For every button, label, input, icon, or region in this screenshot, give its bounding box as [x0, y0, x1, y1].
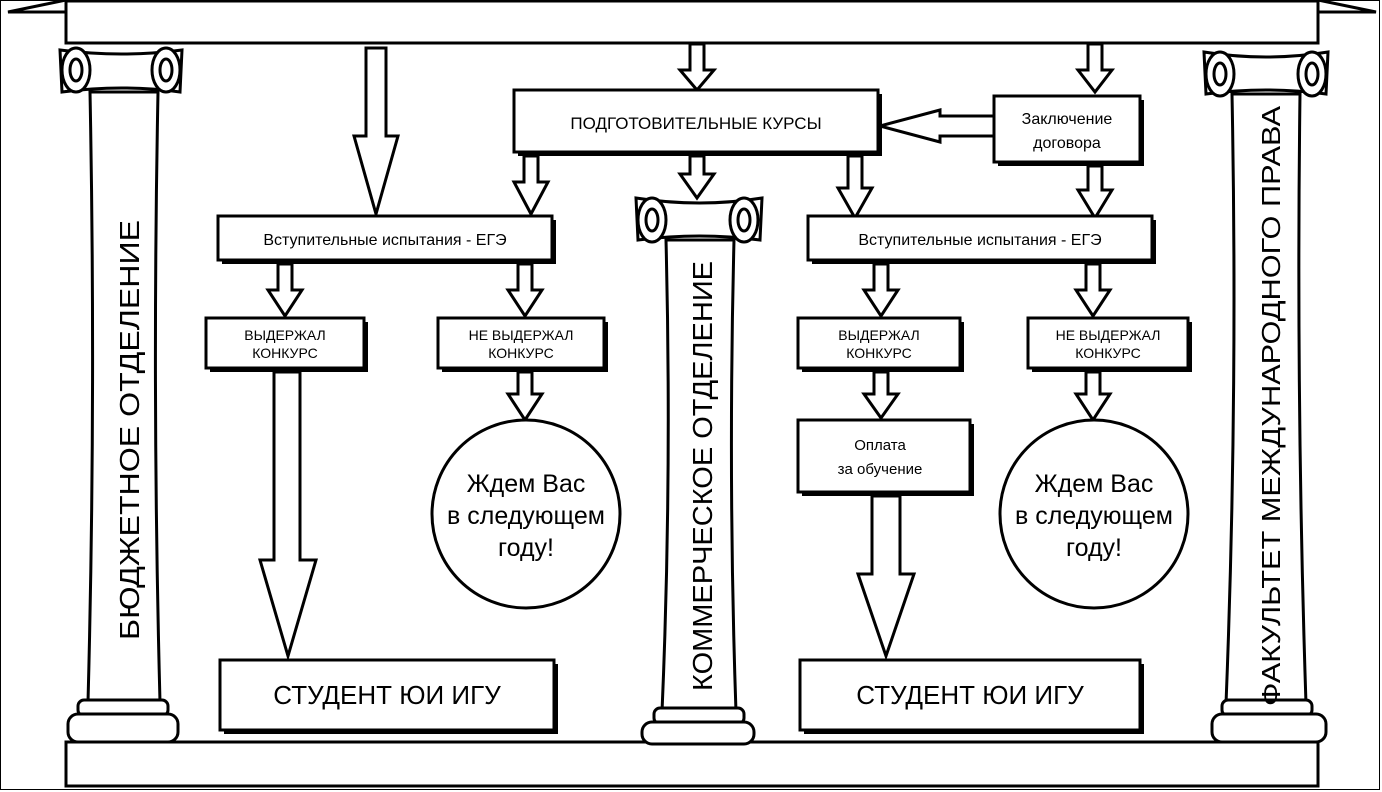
wait-circle-budget: Ждем Вас в следующем году!	[430, 418, 622, 610]
down-arrow-icon	[505, 262, 545, 319]
payment-box: Оплата за обучение	[796, 418, 974, 496]
student-budget-box: СТУДЕНТ ЮИ ИГУ	[218, 658, 558, 734]
failed-commercial-box: НЕ ВЫДЕРЖАЛ КОНКУРС	[1026, 316, 1192, 372]
wait-budget-line3: году!	[498, 534, 554, 562]
down-arrow-icon	[835, 154, 875, 222]
wait-commercial-line3: году!	[1066, 534, 1122, 562]
down-arrow-icon	[258, 370, 318, 662]
down-arrow-icon	[1074, 42, 1116, 95]
student-commercial-box: СТУДЕНТ ЮИ ИГУ	[798, 658, 1144, 734]
prep-courses-label: ПОДГОТОВИТЕЛЬНЫЕ КУРСЫ	[570, 114, 821, 133]
passed-commercial-line2: КОНКУРС	[846, 345, 912, 361]
exam-commercial-box: Вступительные испытания - ЕГЭ	[806, 214, 1156, 264]
down-arrow-icon	[855, 494, 917, 661]
down-arrow-icon	[1075, 164, 1115, 221]
failed-budget-line1: НЕ ВЫДЕРЖАЛ	[469, 327, 574, 343]
student-commercial-label: СТУДЕНТ ЮИ ИГУ	[856, 680, 1084, 710]
wait-budget-line2: в следующем	[447, 502, 605, 530]
column-left-label: БЮДЖЕТНОЕ ОТДЕЛЕНИЕ	[114, 220, 145, 640]
column-middle-label: КОММЕРЧЕСКОЕ ОТДЕЛЕНИЕ	[687, 261, 718, 691]
failed-commercial-line1: НЕ ВЫДЕРЖАЛ	[1056, 327, 1161, 343]
passed-budget-line2: КОНКУРС	[252, 345, 318, 361]
prep-courses-box: ПОДГОТОВИТЕЛЬНЫЕ КУРСЫ	[512, 88, 882, 156]
down-arrow-icon	[511, 154, 551, 218]
contract-box: Заключение договора	[992, 94, 1144, 166]
column-middle-icon	[634, 196, 764, 746]
passed-commercial-line1: ВЫДЕРЖАЛ	[838, 327, 920, 343]
down-arrow-icon	[505, 370, 545, 423]
column-left-icon	[58, 46, 184, 744]
wait-commercial-line2: в следующем	[1015, 502, 1173, 530]
wait-circle-commercial: Ждем Вас в следующем году!	[998, 418, 1190, 610]
failed-budget-box: НЕ ВЫДЕРЖАЛ КОНКУРС	[436, 316, 608, 372]
column-right-label: ФАКУЛЬТЕТ МЕЖДУНАРОДНОГО ПРАВА	[1256, 105, 1286, 706]
exam-budget-box: Вступительные испытания - ЕГЭ	[216, 214, 556, 264]
contract-label-line2: договора	[1033, 135, 1101, 152]
down-arrow-icon	[352, 46, 400, 220]
down-arrow-icon	[861, 262, 901, 319]
left-arrow-icon	[874, 108, 996, 144]
wait-commercial-line1: Ждем Вас	[1035, 470, 1154, 498]
down-arrow-icon	[1073, 370, 1113, 423]
passed-commercial-box: ВЫДЕРЖАЛ КОНКУРС	[796, 316, 964, 372]
pediment-icon	[7, 0, 1377, 45]
down-arrow-icon	[677, 154, 717, 201]
down-arrow-icon	[861, 370, 901, 421]
failed-budget-line2: КОНКУРС	[488, 345, 554, 361]
down-arrow-icon	[265, 262, 305, 319]
exam-commercial-label: Вступительные испытания - ЕГЭ	[858, 232, 1101, 249]
down-arrow-icon	[676, 42, 718, 93]
column-right-icon	[1202, 50, 1330, 744]
student-budget-label: СТУДЕНТ ЮИ ИГУ	[273, 680, 501, 710]
passed-budget-box: ВЫДЕРЖАЛ КОНКУРС	[204, 316, 368, 372]
passed-budget-line1: ВЫДЕРЖАЛ	[244, 327, 326, 343]
exam-budget-label: Вступительные испытания - ЕГЭ	[263, 232, 506, 249]
wait-budget-line1: Ждем Вас	[467, 470, 586, 498]
down-arrow-icon	[1073, 262, 1113, 319]
failed-commercial-line2: КОНКУРС	[1075, 345, 1141, 361]
contract-label-line1: Заключение	[1022, 111, 1113, 128]
payment-line2: за обучение	[838, 461, 923, 478]
foundation	[64, 740, 1320, 788]
payment-line1: Оплата	[854, 437, 906, 454]
